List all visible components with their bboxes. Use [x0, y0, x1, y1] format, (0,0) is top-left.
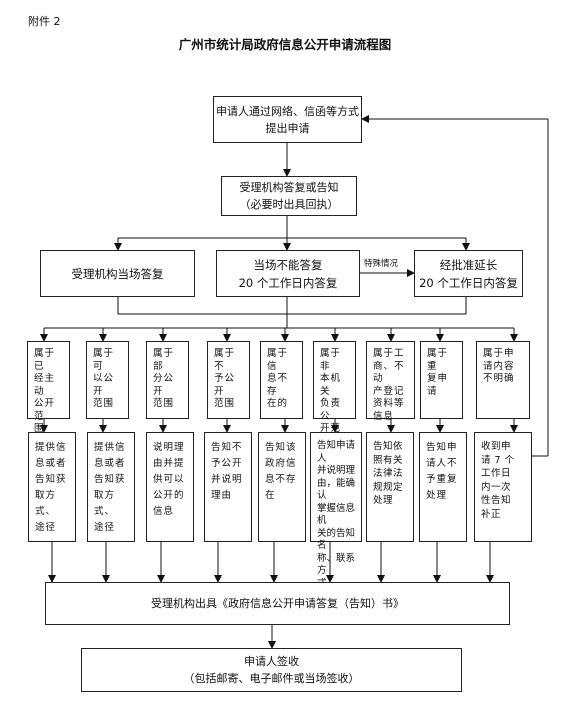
special-case-label: 特殊情况 — [364, 259, 399, 269]
category-box-registration: 属于工 商、不动 产登记 资料等 信息 — [366, 341, 415, 422]
category-box-repeat: 属于重 复申请 — [420, 341, 463, 419]
response-box-unclear: 收到申 请 7 个 工作日 内一次 性告知 补正 — [474, 432, 532, 542]
category-box-partial: 属于部 分公开 范围 — [146, 341, 189, 419]
receipt-box: 申请人签收 （包括邮寄、电子邮件或当场签收） — [81, 648, 462, 692]
issue-notice-box: 受理机构出具《政府信息公开申请答复（告知）书》 — [45, 582, 510, 625]
category-box-exempt: 属于不 予公开 范围 — [207, 341, 250, 419]
onsite-reply-box: 受理机构当场答复 — [40, 250, 195, 297]
response-box-other-agency: 告知申请人 并说明理 由，能确认 掌握信息机 关的告知名 称、联系方 式 — [310, 432, 362, 589]
response-box-partial: 说明理 由并提 供可以 公开的 信息 — [146, 432, 194, 542]
category-box-proactive: 属于已 经主动 公开范 围 — [27, 341, 70, 434]
response-box-registration: 告知依 照有关 法律法 规规定 处理 — [366, 432, 414, 542]
accept-box: 受理机构答复或告知 （必要时出具回执） — [221, 176, 357, 216]
category-box-other-agency: 属于非 本机关 负责公 开范围 — [313, 341, 356, 447]
apply-box: 申请人通过网络、信函等方式 提出申请 — [213, 96, 362, 143]
response-box-exempt: 告知不 予公开 并说明 理由 — [204, 432, 252, 542]
response-box-proactive: 提供信 息或者 告知获 取方式、 途径 — [28, 432, 76, 542]
response-box-public: 提供信 息或者 告知获 取方式、 途径 — [87, 432, 135, 542]
category-box-public: 属于可 以公开 范围 — [86, 341, 129, 419]
attachment-note: 附件 2 — [28, 15, 61, 28]
category-box-unclear: 属于申 请内容 不明确 — [476, 341, 530, 419]
response-box-nonexistent: 告知该 政府信 息不存 在 — [258, 432, 306, 542]
response-box-repeat: 告知申 请人不 予重复 处理 — [419, 432, 467, 542]
category-box-nonexistent: 属于信 息不存 在的 — [260, 341, 303, 419]
deferred-reply-box: 当场不能答复 20 个工作日内答复 — [216, 250, 360, 297]
extension-box: 经批准延长 20 个工作日内答复 — [414, 250, 523, 297]
page-title: 广州市统计局政府信息公开申请流程图 — [178, 37, 392, 52]
